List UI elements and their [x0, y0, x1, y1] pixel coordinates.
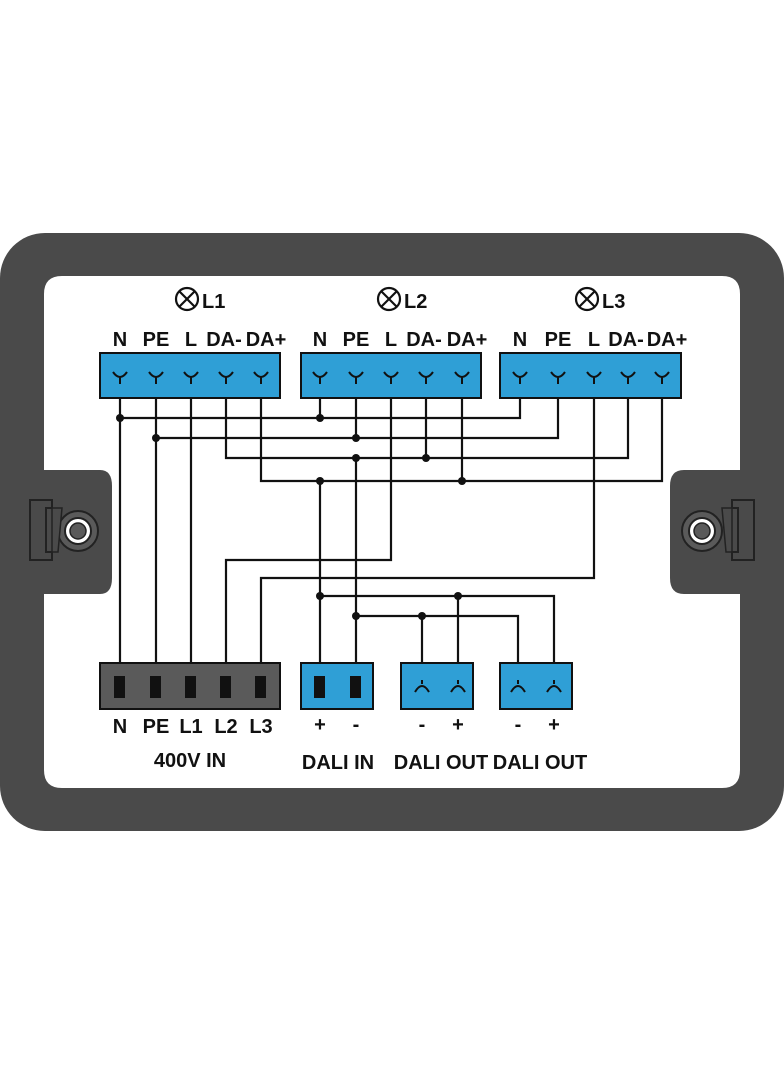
pin-label: L1 [179, 716, 202, 738]
dali-in-connector: + - DALI IN [300, 662, 374, 774]
left-mount-lug [29, 499, 99, 561]
output-group-l3: L3 N PE L DA- DA+ [499, 286, 688, 399]
pin-label: L3 [249, 716, 272, 738]
pin-label: + [548, 714, 560, 736]
pin-label: + [314, 714, 326, 736]
pin-label: DA+ [647, 329, 688, 351]
connector-block [99, 352, 281, 399]
group-label: L2 [404, 291, 427, 313]
group-label: L3 [602, 291, 625, 313]
pin-label: DA- [406, 329, 442, 351]
connector-block [300, 662, 374, 710]
connector-title: DALI OUT [394, 752, 488, 774]
pin-label: L [588, 329, 600, 351]
pin-label: L [385, 329, 397, 351]
pin-label: DA+ [246, 329, 287, 351]
dali-out-connector-1: - + DALI OUT [394, 662, 488, 774]
connector-title: 400V IN [154, 750, 226, 772]
pin-label: PE [343, 329, 370, 351]
pin-label: - [353, 714, 360, 736]
connector-title: DALI IN [302, 752, 374, 774]
connector-block [400, 662, 474, 710]
wires [118, 378, 664, 680]
pin-label: N [113, 716, 127, 738]
lamp-cross-icon [174, 286, 200, 312]
pin-label: PE [143, 716, 170, 738]
power-input-connector: N PE L1 L2 L3 400V IN [99, 662, 281, 772]
pin-label: DA- [206, 329, 242, 351]
pin-label: N [513, 329, 527, 351]
pin-label: PE [545, 329, 572, 351]
right-mount-lug [681, 499, 755, 561]
pin-label: L2 [214, 716, 237, 738]
connector-title: DALI OUT [493, 752, 587, 774]
connector-block [300, 352, 482, 399]
pin-label: + [452, 714, 464, 736]
dali-out-connector-2: - + DALI OUT [493, 662, 587, 774]
lamp-cross-icon [376, 286, 402, 312]
pin-label: N [313, 329, 327, 351]
pin-label: - [419, 714, 426, 736]
output-group-l1: L1 N PE L DA- DA+ [99, 286, 287, 399]
lamp-cross-icon [574, 286, 600, 312]
pin-label: PE [143, 329, 170, 351]
pin-label: N [113, 329, 127, 351]
connector-block [499, 662, 573, 710]
pin-label: L [185, 329, 197, 351]
group-label: L1 [202, 291, 225, 313]
pin-label: DA- [608, 329, 644, 351]
pin-label: DA+ [447, 329, 488, 351]
junction-dots [116, 414, 466, 620]
output-group-l2: L2 N PE L DA- DA+ [300, 286, 488, 399]
pin-label: - [515, 714, 522, 736]
